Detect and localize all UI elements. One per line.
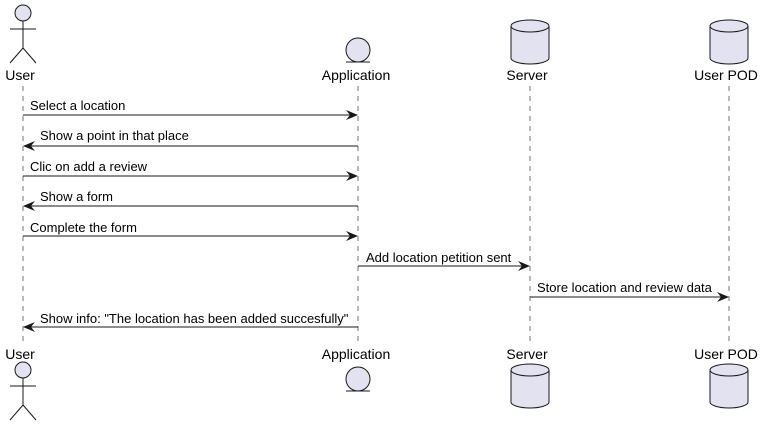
participant-user-pod-bottom: User POD xyxy=(694,346,758,409)
arrowhead-icon xyxy=(23,141,35,151)
lifelines xyxy=(22,86,730,343)
entity-icon xyxy=(345,366,371,392)
participant-server-bottom: Server xyxy=(506,346,550,409)
messages: Select a location Show a point in that p… xyxy=(23,98,729,332)
message-label: Add location petition sent xyxy=(366,250,512,265)
message-8: Show info: "The location has been added … xyxy=(23,311,358,332)
participant-application-bottom: Application xyxy=(322,346,391,392)
database-icon xyxy=(709,363,749,409)
participant-user-top: User xyxy=(5,4,37,83)
arrowhead-icon xyxy=(518,261,530,271)
message-1: Select a location xyxy=(23,98,358,120)
message-label: Complete the form xyxy=(30,220,137,235)
entity-icon xyxy=(345,37,371,63)
arrowhead-icon xyxy=(346,171,358,181)
message-label: Select a location xyxy=(30,98,125,113)
arrowhead-icon xyxy=(346,110,358,120)
arrowhead-icon xyxy=(717,292,729,302)
database-icon xyxy=(709,19,749,65)
participant-label: User POD xyxy=(694,346,758,362)
database-icon xyxy=(510,363,550,409)
message-label: Clic on add a review xyxy=(30,159,148,174)
participant-label: User xyxy=(5,67,35,83)
database-icon xyxy=(510,19,550,65)
message-label: Show info: "The location has been added … xyxy=(40,311,349,326)
participant-label: User POD xyxy=(694,67,758,83)
actor-icon xyxy=(9,4,37,64)
participant-label: Server xyxy=(506,346,548,362)
message-2: Show a point in that place xyxy=(23,128,358,151)
participant-label: Server xyxy=(506,67,548,83)
participant-user-bottom: User xyxy=(5,346,37,421)
participant-server-top: Server xyxy=(506,19,550,83)
message-6: Add location petition sent xyxy=(358,250,530,271)
participant-application-top: Application xyxy=(322,37,391,83)
participant-label: Application xyxy=(322,346,391,362)
message-label: Show a form xyxy=(40,189,113,204)
message-5: Complete the form xyxy=(23,220,358,241)
arrowhead-icon xyxy=(23,201,35,211)
actor-icon xyxy=(9,361,37,421)
message-label: Store location and review data xyxy=(537,280,713,295)
message-4: Show a form xyxy=(23,189,358,211)
message-label: Show a point in that place xyxy=(40,128,189,143)
participant-user-pod-top: User POD xyxy=(694,19,758,83)
participant-label: Application xyxy=(322,67,391,83)
arrowhead-icon xyxy=(23,322,35,332)
arrowhead-icon xyxy=(346,231,358,241)
message-7: Store location and review data xyxy=(530,280,729,302)
participant-label: User xyxy=(5,346,35,362)
message-3: Clic on add a review xyxy=(23,159,358,181)
